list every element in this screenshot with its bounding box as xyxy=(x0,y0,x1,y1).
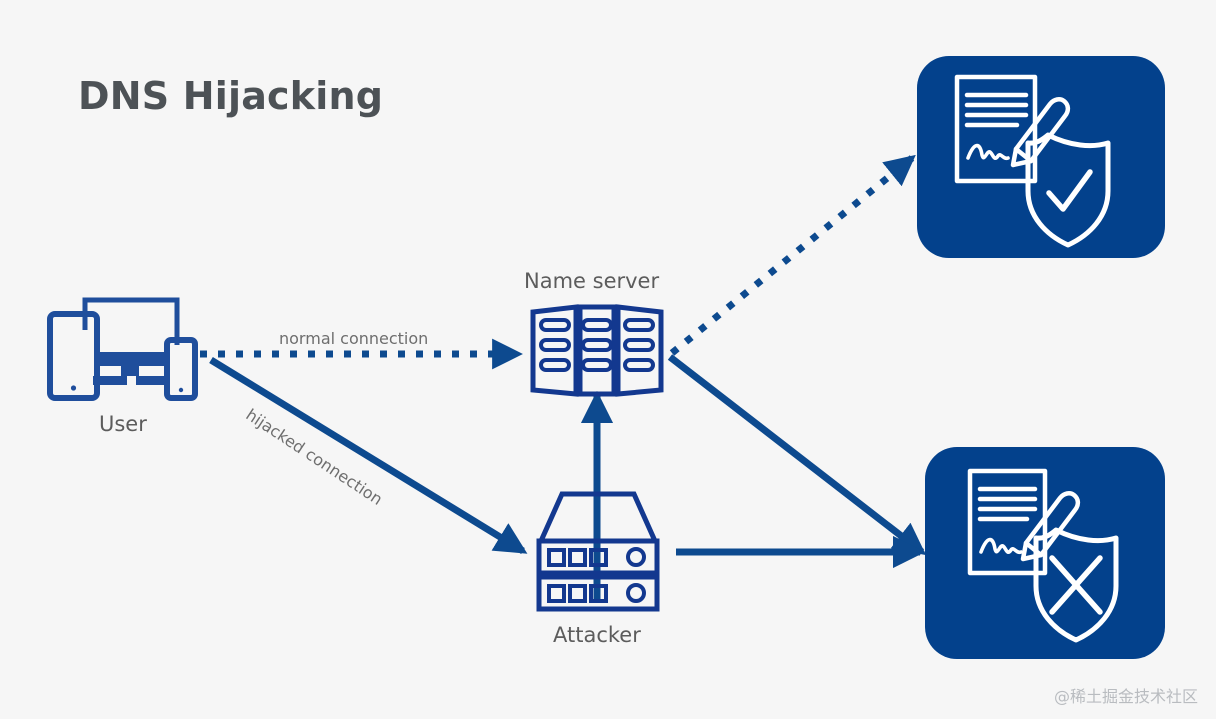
badge-secure-document xyxy=(917,56,1165,258)
node-label-user: User xyxy=(99,412,147,436)
node-label-attacker: Attacker xyxy=(553,623,641,647)
node-label-name-server: Name server xyxy=(524,269,660,293)
edge-hijacked-connection xyxy=(209,357,528,554)
watermark: @稀土掘金技术社区 xyxy=(1053,687,1198,706)
edge-label-normal-connection: normal connection xyxy=(279,329,429,348)
badge-compromised-document xyxy=(925,447,1165,659)
page-title: DNS Hijacking xyxy=(78,74,384,118)
attacker-server-icon xyxy=(536,491,660,612)
edge-nameserver-to-secure xyxy=(669,154,916,356)
edge-nameserver-to-compromised xyxy=(667,354,927,556)
server-rack-icon xyxy=(530,304,664,397)
devices-icon xyxy=(47,297,198,401)
